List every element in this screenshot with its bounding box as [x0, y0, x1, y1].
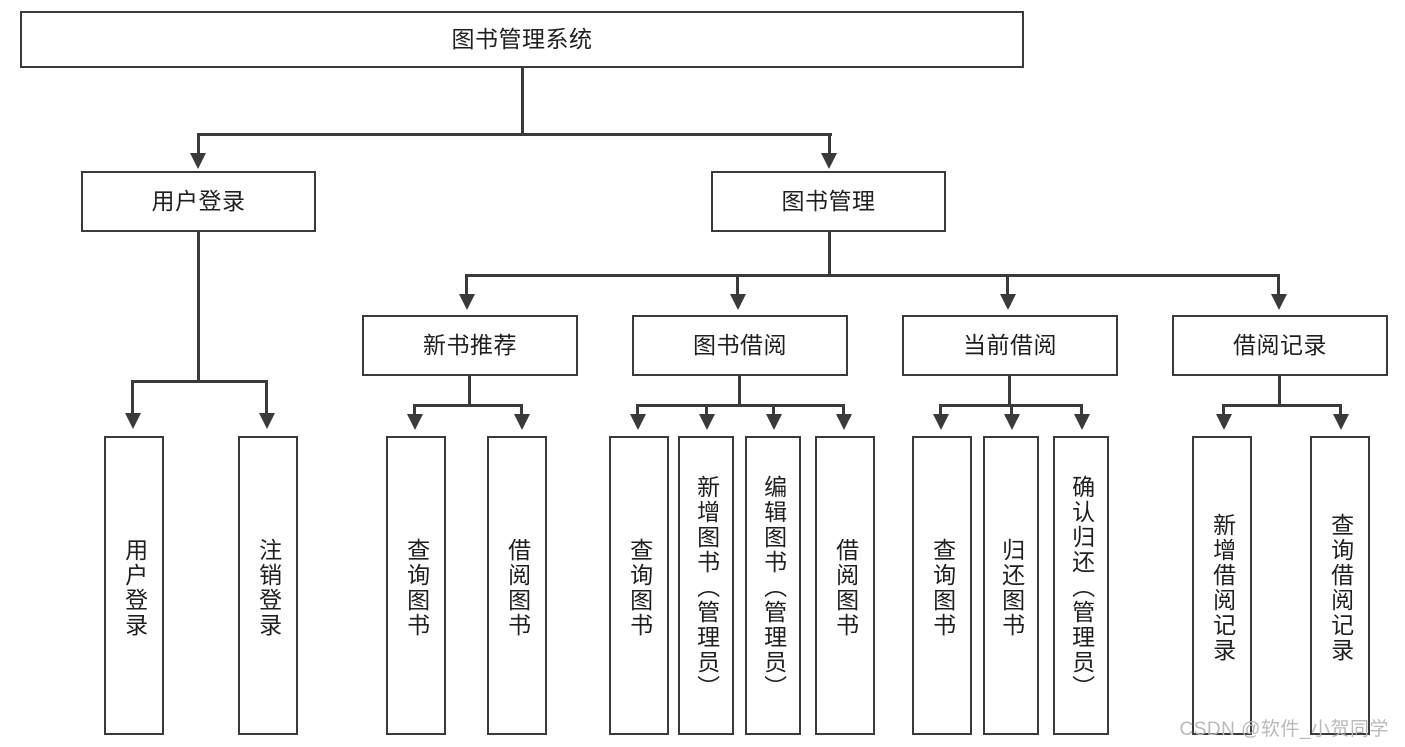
leaf-label: 确认归还（管理员） — [1068, 475, 1095, 700]
connector-newbook-bar — [414, 404, 522, 407]
node-label: 新书推荐 — [423, 332, 517, 359]
leaf-label: 查询借阅记录 — [1327, 512, 1354, 663]
node-borrow-record[interactable]: 借阅记录 — [1172, 315, 1388, 376]
node-root-system[interactable]: 图书管理系统 — [20, 11, 1024, 68]
arrowhead-bookmgmt-to-n3 — [1000, 294, 1016, 310]
arrowhead-root-to-bookmgmt — [821, 153, 837, 169]
connector-currentborrow-to-leaf2 — [1010, 404, 1013, 416]
node-label: 当前借阅 — [963, 332, 1057, 359]
leaf-current-borrow-confirm-return[interactable]: 确认归还（管理员） — [1053, 436, 1109, 735]
arrowhead-login-to-leaf1 — [125, 413, 141, 429]
node-label: 图书管理系统 — [451, 26, 593, 53]
leaf-label: 注销登录 — [255, 537, 282, 638]
connector-root-to-bookmgmt — [828, 133, 831, 155]
node-book-borrow[interactable]: 图书借阅 — [632, 315, 848, 376]
connector-bookmgmt-to-n3 — [1006, 274, 1009, 296]
node-new-book-recommend[interactable]: 新书推荐 — [362, 315, 578, 376]
leaf-new-book-borrow[interactable]: 借阅图书 — [487, 436, 547, 735]
arrowhead-bookmgmt-to-n4 — [1271, 294, 1287, 310]
leaf-book-borrow-borrow[interactable]: 借阅图书 — [815, 436, 875, 735]
arrowhead-borrowrecord-to-leaf2 — [1333, 414, 1349, 430]
leaf-current-borrow-return[interactable]: 归还图书 — [983, 436, 1039, 735]
connector-bookmgmt-to-n4 — [1277, 274, 1280, 296]
leaf-user-login-logout[interactable]: 注销登录 — [238, 436, 298, 735]
leaf-book-borrow-add[interactable]: 新增图书（管理员） — [678, 436, 734, 735]
leaf-label: 借阅图书 — [504, 537, 531, 638]
arrowhead-bookborrow-to-leaf4 — [836, 414, 852, 430]
node-label: 借阅记录 — [1233, 332, 1327, 359]
node-user-login[interactable]: 用户登录 — [81, 171, 316, 232]
arrowhead-newbook-to-leaf2 — [514, 414, 530, 430]
leaf-book-borrow-edit[interactable]: 编辑图书（管理员） — [745, 436, 801, 735]
connector-login-to-leaf1 — [131, 380, 134, 415]
connector-bookmgmt-bar — [466, 274, 1280, 277]
connector-login-stem — [197, 232, 200, 382]
connector-login-to-leaf2 — [265, 380, 268, 415]
arrowhead-bookmgmt-to-n2 — [730, 294, 746, 310]
node-label: 图书借阅 — [693, 332, 787, 359]
leaf-new-book-query[interactable]: 查询图书 — [386, 436, 446, 735]
arrowhead-newbook-to-leaf1 — [407, 414, 423, 430]
leaf-borrow-record-query[interactable]: 查询借阅记录 — [1310, 436, 1370, 735]
connector-newbook-stem — [468, 376, 471, 406]
leaf-user-login-login[interactable]: 用户登录 — [104, 436, 164, 735]
connector-bookborrow-bar — [637, 404, 844, 407]
connector-borrowrecord-to-leaf2 — [1339, 404, 1342, 416]
connector-newbook-to-leaf2 — [520, 404, 523, 416]
connector-currentborrow-to-leaf3 — [1080, 404, 1083, 416]
leaf-label: 新增借阅记录 — [1209, 512, 1236, 663]
arrowhead-currentborrow-to-leaf2 — [1004, 414, 1020, 430]
leaf-label: 用户登录 — [121, 537, 148, 638]
connector-login-bar — [132, 380, 267, 383]
connector-newbook-to-leaf1 — [413, 404, 416, 416]
node-current-borrow[interactable]: 当前借阅 — [902, 315, 1118, 376]
arrowhead-bookborrow-to-leaf2 — [699, 414, 715, 430]
leaf-label: 编辑图书（管理员） — [760, 475, 787, 700]
arrowhead-currentborrow-to-leaf1 — [933, 414, 949, 430]
connector-root-to-login — [197, 133, 200, 155]
node-book-management[interactable]: 图书管理 — [711, 171, 946, 232]
leaf-label: 新增图书（管理员） — [693, 475, 720, 700]
leaf-current-borrow-query[interactable]: 查询图书 — [912, 436, 972, 735]
connector-bookborrow-to-leaf1 — [636, 404, 639, 416]
connector-root-stem — [521, 68, 524, 133]
connector-currentborrow-to-leaf1 — [939, 404, 942, 416]
leaf-label: 查询图书 — [626, 537, 653, 638]
arrowhead-currentborrow-to-leaf3 — [1074, 414, 1090, 430]
connector-bookmgmt-to-n2 — [736, 274, 739, 296]
arrowhead-bookmgmt-to-n1 — [459, 294, 475, 310]
connector-bookmgmt-to-n1 — [465, 274, 468, 296]
node-label: 用户登录 — [151, 188, 246, 215]
connector-bookmgmt-stem — [828, 232, 831, 276]
node-label: 图书管理 — [781, 188, 876, 215]
leaf-label: 归还图书 — [998, 537, 1025, 638]
connector-borrowrecord-bar — [1223, 404, 1341, 407]
watermark-text: CSDN @软件_小贺同学 — [1179, 719, 1389, 740]
connector-borrowrecord-stem — [1278, 376, 1281, 406]
leaf-label: 查询图书 — [403, 537, 430, 638]
connector-bookborrow-stem — [738, 376, 741, 406]
leaf-book-borrow-query[interactable]: 查询图书 — [609, 436, 669, 735]
arrowhead-bookborrow-to-leaf3 — [766, 414, 782, 430]
connector-bookborrow-to-leaf4 — [842, 404, 845, 416]
connector-borrowrecord-to-leaf1 — [1222, 404, 1225, 416]
arrowhead-login-to-leaf2 — [259, 413, 275, 429]
leaf-label: 查询图书 — [929, 537, 956, 638]
arrowhead-bookborrow-to-leaf1 — [630, 414, 646, 430]
connector-bookborrow-to-leaf2 — [705, 404, 708, 416]
connector-currentborrow-stem — [1008, 376, 1011, 406]
leaf-borrow-record-add[interactable]: 新增借阅记录 — [1192, 436, 1252, 735]
arrowhead-root-to-login — [190, 153, 206, 169]
arrowhead-borrowrecord-to-leaf1 — [1216, 414, 1232, 430]
connector-bookborrow-to-leaf3 — [772, 404, 775, 416]
connector-root-bar — [198, 133, 832, 136]
leaf-label: 借阅图书 — [832, 537, 859, 638]
